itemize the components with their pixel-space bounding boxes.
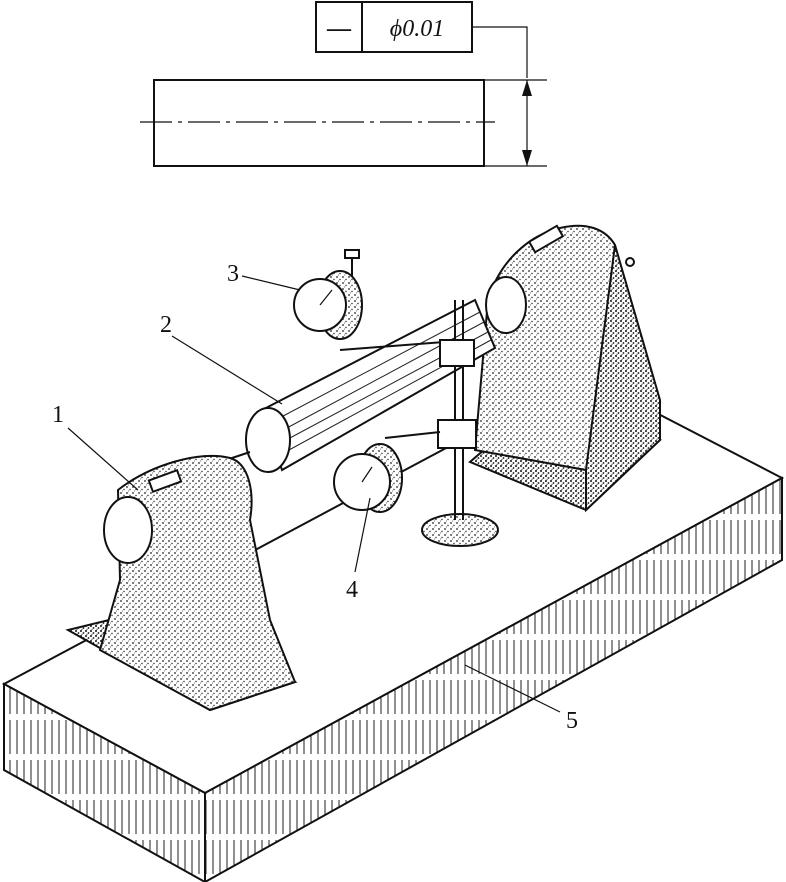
dial-gauge-upper (293, 249, 471, 351)
leader-3 (241, 275, 301, 291)
label-5: 5 (566, 708, 578, 734)
leader-4 (354, 497, 371, 573)
right-center-face (485, 276, 527, 334)
right-support-knob (527, 224, 565, 254)
label-4: 4 (346, 577, 358, 603)
dimension-arrow-bottom (522, 150, 532, 166)
leader-1 (67, 427, 139, 491)
tolerance-value: ϕ0.01 (390, 16, 444, 42)
surface-plate-front (3, 682, 206, 882)
surface-plate-side (204, 476, 783, 882)
indicator-stand (384, 300, 499, 547)
left-center-face (103, 496, 153, 564)
shaft-drawing (140, 79, 547, 167)
straightness-symbol: — (326, 16, 352, 42)
leader-2 (171, 335, 283, 405)
label-3: 3 (227, 261, 239, 287)
tolerance-frame: — ϕ0.01 (315, 1, 528, 78)
left-support-knob (147, 468, 183, 494)
label-1: 1 (52, 402, 64, 428)
lower-gauge-arm (384, 431, 441, 439)
stand-clamp-lower (437, 419, 477, 449)
callouts: 1 2 3 4 5 (52, 261, 578, 734)
dimension-arrow-top (522, 80, 532, 96)
dial-gauge-lower (333, 443, 403, 513)
right-support-screw (625, 257, 635, 267)
stand-base (421, 513, 499, 547)
left-center-support (65, 454, 298, 712)
upper-gauge-needle (319, 289, 333, 306)
right-center-support (468, 224, 662, 513)
shaft-outline (153, 79, 485, 167)
lower-gauge-needle (361, 466, 373, 483)
stand-clamp-upper (439, 339, 475, 367)
upper-gauge-cap (344, 249, 360, 259)
right-support-side (585, 244, 661, 513)
shaft-left-end (245, 407, 291, 473)
label-2: 2 (160, 312, 172, 338)
tolerance-leader (472, 26, 528, 78)
leader-5 (464, 664, 561, 713)
